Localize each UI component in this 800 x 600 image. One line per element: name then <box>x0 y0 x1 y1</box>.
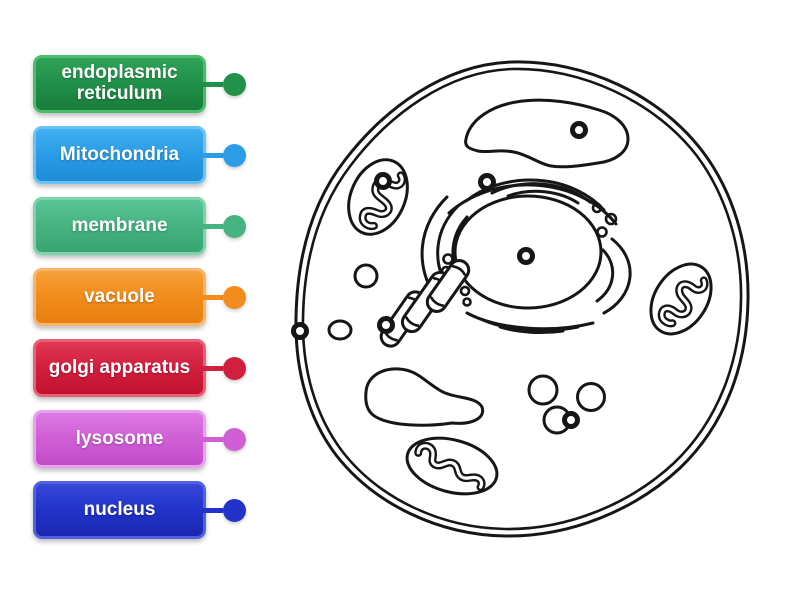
cell-diagram-svg <box>291 60 750 538</box>
label-chip-mitochondria[interactable]: Mitochondria <box>33 126 246 184</box>
label-text: lysosome <box>75 427 164 449</box>
drop-target-pin-top-vacuole[interactable] <box>570 121 588 139</box>
drop-target-pin-golgi[interactable] <box>377 316 395 334</box>
mitochondrion-top-left <box>347 158 409 236</box>
drop-target-pin-membrane[interactable] <box>291 322 309 340</box>
connector-dot[interactable] <box>223 143 246 167</box>
mitochondrion-right <box>649 262 713 336</box>
label-chip-nucleus[interactable]: nucleus <box>33 481 246 539</box>
vacuole-bottom-shape <box>364 367 485 427</box>
connector-stem <box>203 152 223 158</box>
connector-dot[interactable] <box>223 427 246 451</box>
label-chip-list: endoplasmic reticulum Mitochondria membr… <box>33 55 246 552</box>
connector-stem <box>203 223 223 229</box>
connector-stem <box>203 294 223 300</box>
label-text: golgi apparatus <box>48 356 191 378</box>
cell-membrane-outer <box>294 60 750 538</box>
cell-membrane-inner <box>301 67 743 531</box>
endoplasmic-reticulum-shape <box>420 178 632 335</box>
connector-stem <box>203 507 223 513</box>
drop-target-pin-lysosome[interactable] <box>562 411 580 429</box>
drop-target-pin-mitochondrion[interactable] <box>374 172 392 190</box>
label-text: endoplasmic reticulum <box>61 62 178 104</box>
label-text: membrane <box>71 214 168 236</box>
label-text: nucleus <box>83 498 156 520</box>
ribosome-dots <box>440 202 618 307</box>
label-text: vacuole <box>84 285 155 307</box>
cell-diagram <box>268 38 792 562</box>
label-chip-membrane[interactable]: membrane <box>33 197 246 255</box>
connector-dot[interactable] <box>223 214 246 238</box>
connector-dot[interactable] <box>223 285 246 309</box>
label-chip-vacuole[interactable]: vacuole <box>33 268 246 326</box>
drop-target-pins <box>291 121 588 429</box>
label-chip-lysosome[interactable]: lysosome <box>33 410 246 468</box>
drop-target-pin-nucleus[interactable] <box>517 247 535 265</box>
connector-stem <box>203 436 223 442</box>
mitochondrion-bottom <box>405 436 499 496</box>
label-text: Mitochondria <box>59 143 180 165</box>
connector-stem <box>203 365 223 371</box>
label-chip-golgi-apparatus[interactable]: golgi apparatus <box>33 339 246 397</box>
drop-target-pin-endoplasmic-reticulum[interactable] <box>478 173 496 191</box>
connector-dot[interactable] <box>223 356 246 380</box>
vacuole-top-shape <box>464 98 630 169</box>
connector-dot[interactable] <box>223 498 246 522</box>
connector-dot[interactable] <box>223 72 246 96</box>
label-chip-endoplasmic-reticulum[interactable]: endoplasmic reticulum <box>33 55 246 113</box>
connector-stem <box>203 81 223 87</box>
